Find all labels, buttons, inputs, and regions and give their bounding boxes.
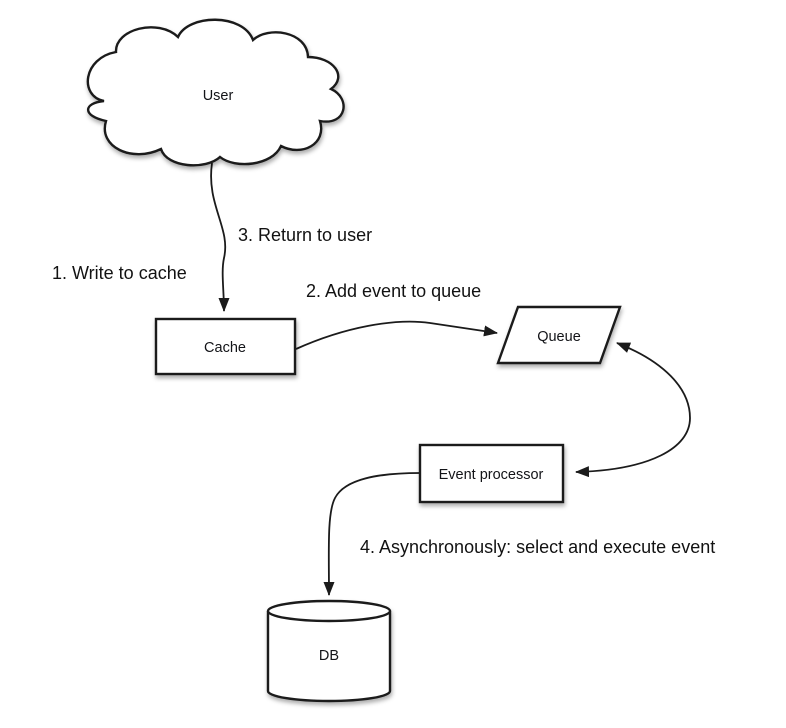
db-cylinder-top bbox=[266, 599, 392, 623]
cache-label: Cache bbox=[204, 340, 246, 356]
step2-add-event-to-queue-label: 2. Add event to queue bbox=[306, 281, 481, 301]
db-cylinder-body bbox=[266, 611, 392, 703]
event-processor-box-shape bbox=[418, 443, 565, 504]
db-cylinder-shape bbox=[266, 599, 392, 703]
arrow-event-processor-to-db bbox=[323, 472, 421, 596]
cache-box-shape bbox=[154, 317, 297, 376]
step3-return-to-user-label: 3. Return to user bbox=[238, 225, 372, 245]
arrow-cache-to-queue bbox=[295, 320, 498, 350]
queue-label: Queue bbox=[537, 329, 581, 345]
db-label: DB bbox=[319, 648, 339, 664]
step1-write-to-cache-label: 1. Write to cache bbox=[52, 263, 187, 283]
event-processor-label: Event processor bbox=[439, 467, 544, 483]
queue-parallelogram-shape bbox=[496, 305, 622, 365]
user-cloud-shape bbox=[86, 18, 345, 167]
arrow-queue-event-processor bbox=[575, 342, 691, 478]
user-label: User bbox=[203, 88, 234, 104]
step4-asynchronously-label: 4. Asynchronously: select and execute ev… bbox=[360, 537, 715, 557]
arrow-user-to-cache bbox=[210, 162, 230, 312]
